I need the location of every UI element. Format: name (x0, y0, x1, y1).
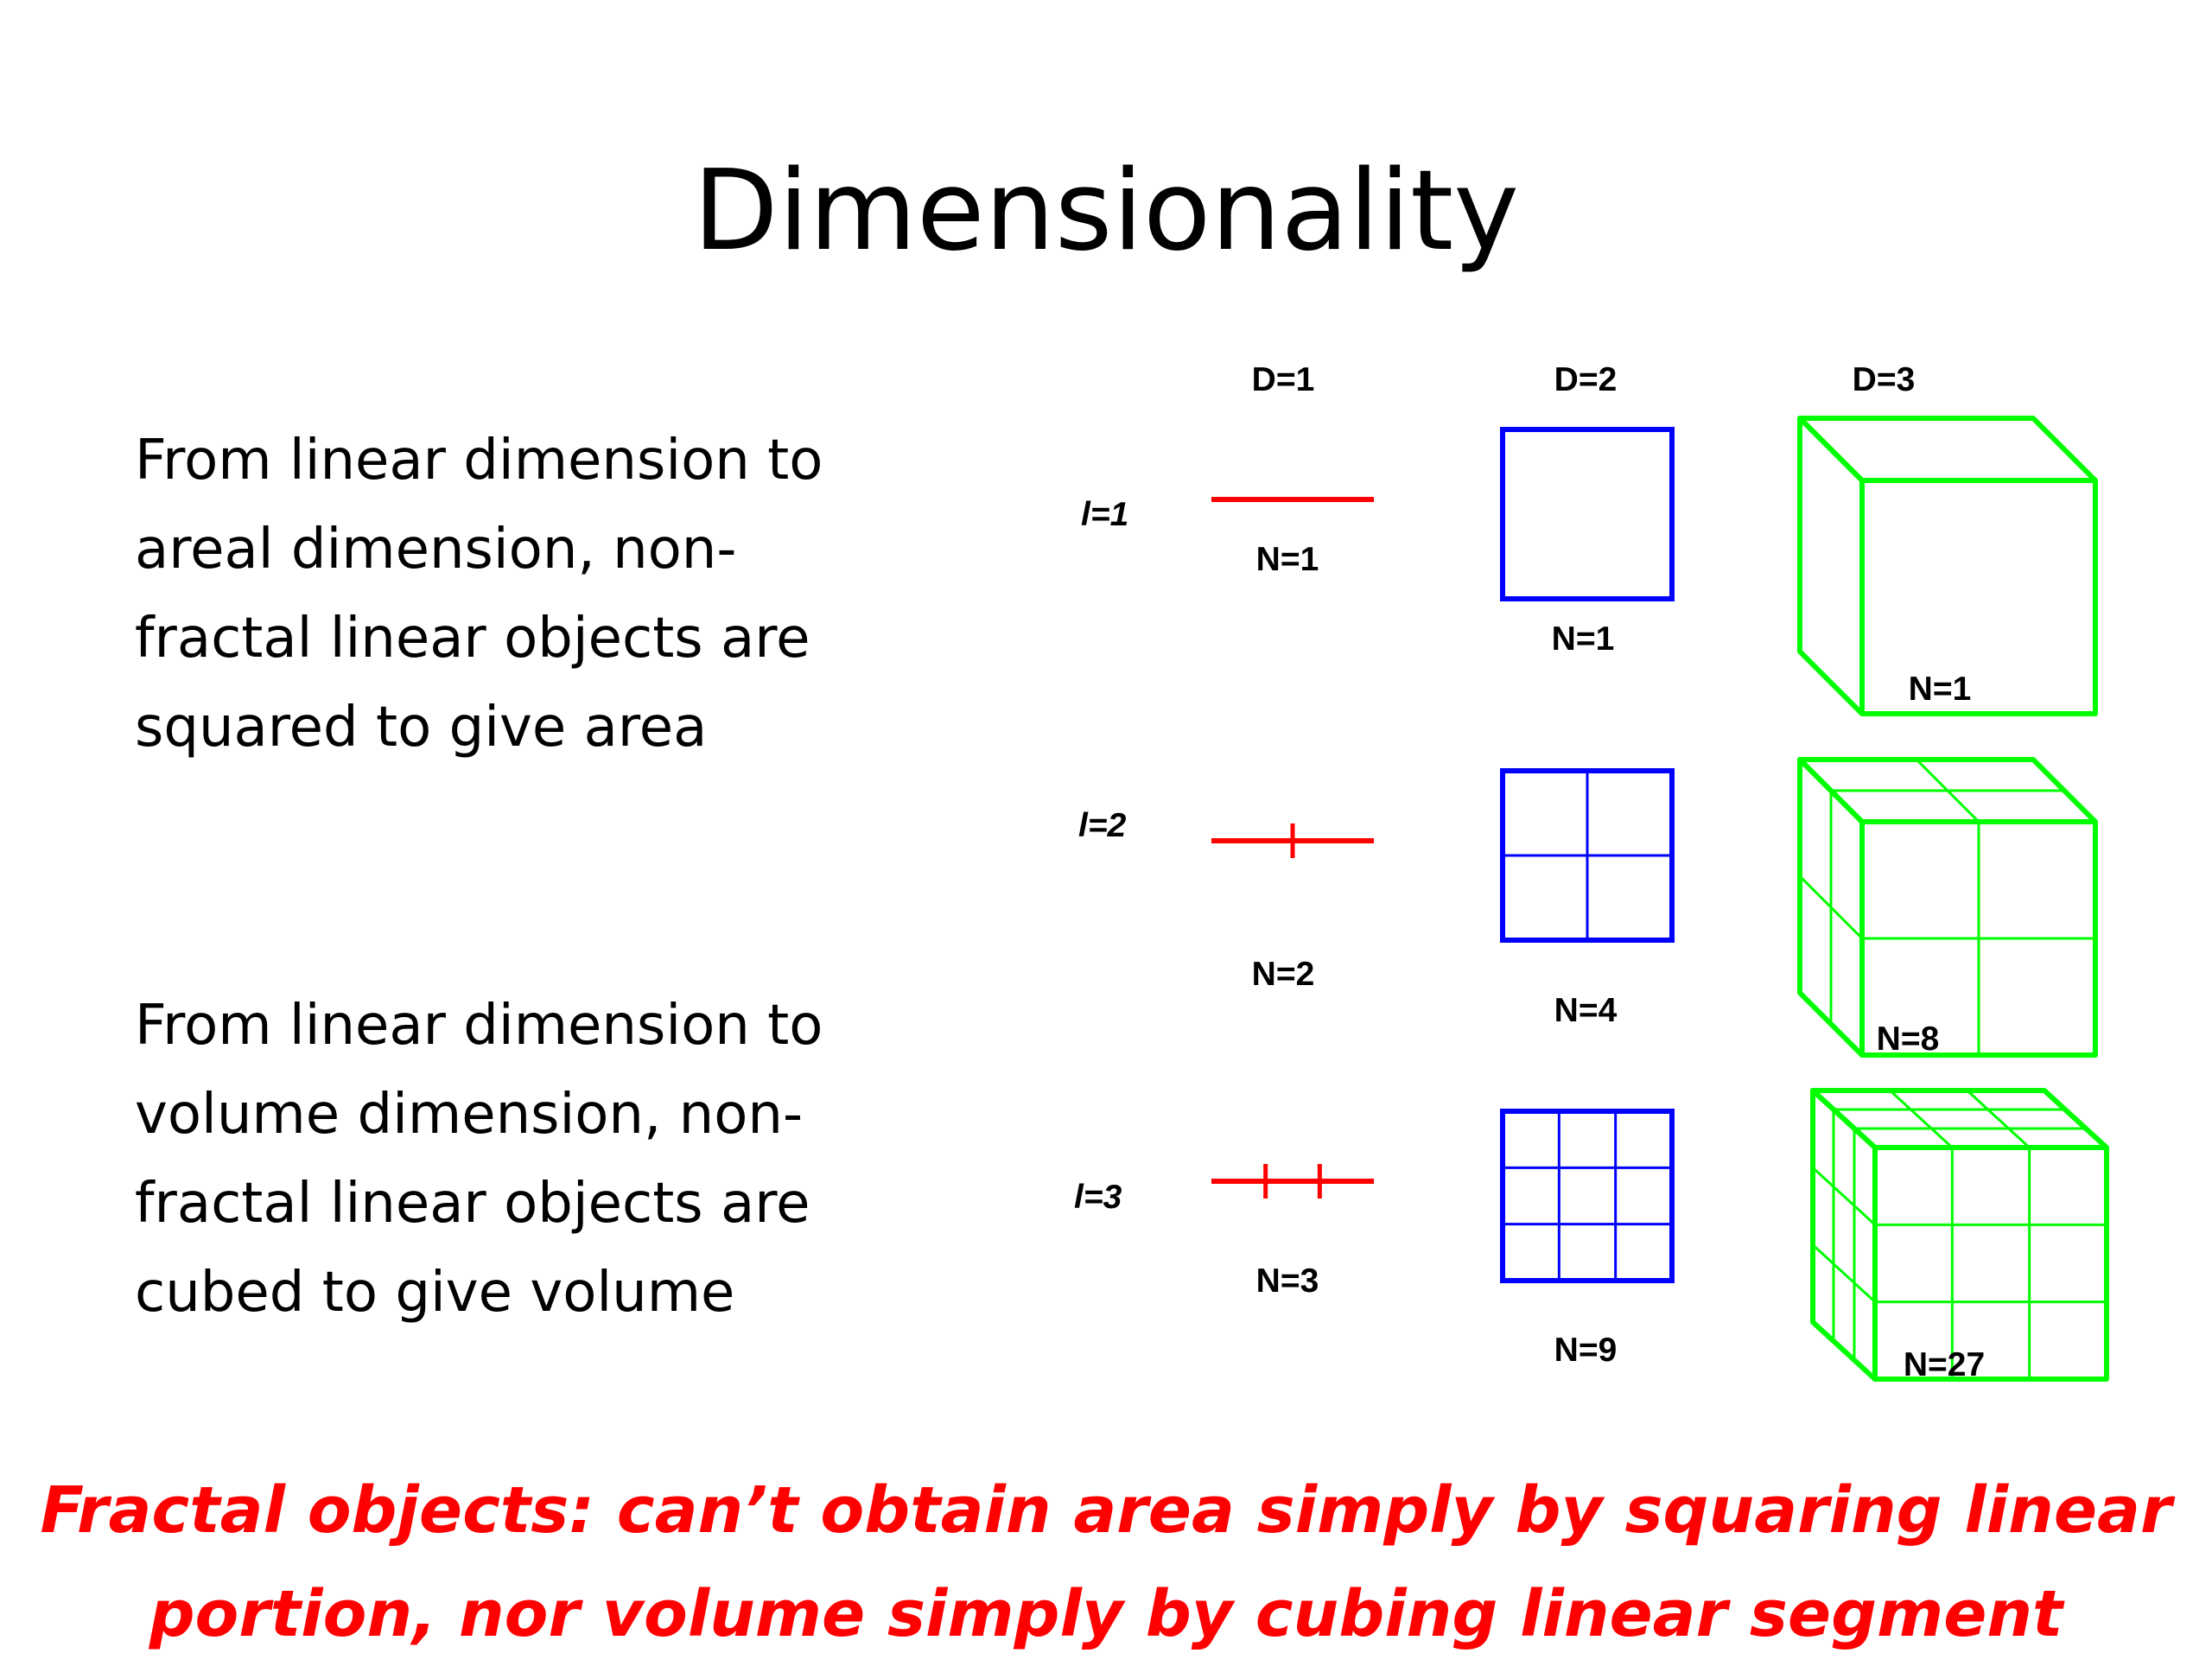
row-label-2: l=2 (1078, 807, 1127, 844)
paragraph-line: From linear dimension to (135, 429, 823, 493)
paragraph-line: cubed to give volume (135, 1261, 735, 1325)
count-square-1: N=1 (1552, 620, 1615, 658)
count-line-1: N=1 (1256, 541, 1319, 578)
cube-top-face (1797, 416, 2098, 483)
volume-dimension-paragraph: From linear dimension to volume dimensio… (135, 982, 947, 1338)
count-square-2: N=4 (1554, 992, 1618, 1029)
cube-grid-line (1811, 1243, 1877, 1303)
count-cube-3: N=27 (1904, 1346, 1985, 1383)
square-outline (1500, 427, 1675, 601)
cube-3 (1810, 1088, 2109, 1382)
count-cube-2: N=8 (1877, 1021, 1940, 1058)
count-square-3: N=9 (1554, 1332, 1618, 1369)
paragraph-line: squared to give area (135, 696, 708, 760)
line-segment-3 (1211, 1164, 1374, 1199)
line-segment-2 (1211, 823, 1374, 858)
count-line-3: N=3 (1256, 1262, 1319, 1300)
conclusion-line: portion, nor volume simply by cubing lin… (149, 1577, 2063, 1651)
cubes (1797, 416, 2109, 1382)
cube-grid-line (1966, 1089, 2031, 1149)
cube-side-face (1810, 1088, 1878, 1382)
row-label-1: l=1 (1081, 496, 1128, 533)
row-label-symbol: l (1081, 496, 1091, 533)
cube-side-face (1797, 416, 1865, 716)
line-segments (1211, 497, 1374, 1199)
column-header-d2: D=2 (1554, 361, 1618, 398)
row-label-3: l=3 (1074, 1179, 1122, 1216)
cube-1 (1797, 416, 2098, 716)
squares (1500, 427, 1675, 1283)
cube-front-face (1872, 1145, 2109, 1382)
row-label-value: =1 (1090, 496, 1128, 533)
cube-grid-line (1889, 1089, 1954, 1149)
cube-front-face (1859, 478, 2098, 716)
conclusion-line: Fractal objects: can’t obtain area simpl… (40, 1473, 2172, 1548)
cube-top-face (1810, 1088, 2109, 1150)
areal-dimension-paragraph: From linear dimension to areal dimension… (135, 416, 947, 773)
square-outline (1500, 1109, 1675, 1283)
square-3 (1500, 1109, 1675, 1283)
cube-2 (1797, 757, 2098, 1058)
square-1 (1500, 427, 1675, 601)
column-header-d3: D=3 (1853, 361, 1916, 398)
paragraph-line: From linear dimension to (135, 994, 823, 1058)
paragraph-line: volume dimension, non- (135, 1083, 804, 1147)
cube-grid-line (1811, 1167, 1877, 1226)
row-label-symbol: l (1074, 1179, 1084, 1216)
count-line-2: N=2 (1252, 956, 1315, 993)
fractal-conclusion: Fractal objects: can’t obtain area simpl… (0, 1459, 2212, 1666)
paragraph-line: areal dimension, non- (135, 518, 737, 582)
row-label-value: =3 (1084, 1179, 1122, 1216)
square-2 (1500, 768, 1675, 943)
count-cube-1: N=1 (1909, 671, 1972, 708)
paragraph-line: fractal linear objects are (135, 1172, 810, 1236)
column-header-d1: D=1 (1252, 361, 1315, 398)
paragraph-line: fractal linear objects are (135, 607, 810, 671)
slide-title: Dimensionality (693, 147, 1519, 276)
cube-side-face (1797, 757, 1865, 1058)
row-label-symbol: l (1078, 807, 1089, 844)
row-label-value: =2 (1088, 807, 1127, 844)
